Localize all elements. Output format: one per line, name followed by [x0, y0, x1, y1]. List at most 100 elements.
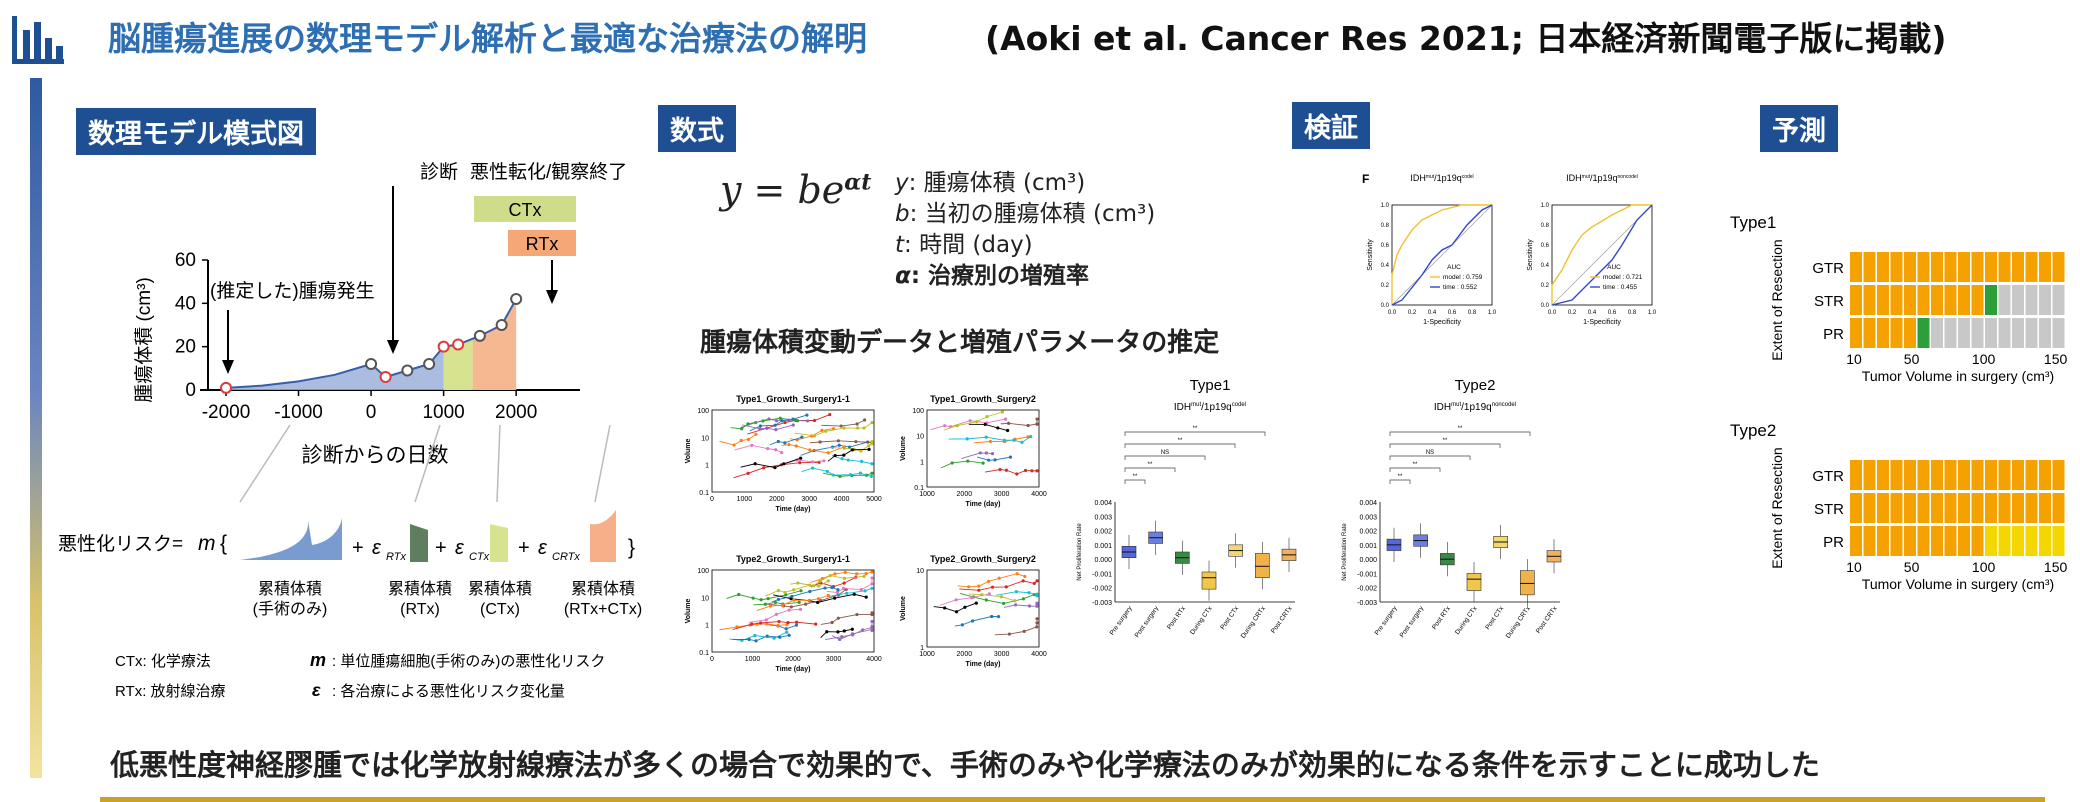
growth-series-line: [771, 587, 839, 603]
growth-series-line: [730, 417, 798, 430]
growth-point: [842, 445, 846, 449]
roc-y-label: Sensitivity: [1367, 239, 1374, 271]
plus-2: +: [435, 537, 447, 559]
growth-series-line: [1003, 603, 1038, 608]
var-alpha: α: [895, 263, 911, 289]
growth-plot-title: Type1_Growth_Surgery2: [930, 394, 1036, 404]
growth-x-tick: 2000: [957, 491, 973, 498]
growth-plot-title: Type1_Growth_Surgery1-1: [736, 394, 850, 404]
growth-plot-title: Type2_Growth_Surgery2: [930, 554, 1036, 564]
heatmap-cell: [1904, 285, 1916, 315]
growth-point: [805, 413, 809, 417]
roc-frame: [1391, 204, 1493, 306]
heatmap-cell: [1890, 318, 1903, 348]
model-y-tick-label: 60: [175, 250, 196, 271]
sig-label: NS: [1426, 450, 1434, 456]
heatmap-cell: [1863, 493, 1876, 523]
box-body: [1255, 553, 1270, 579]
heatmap-cell: [1850, 318, 1862, 348]
roc-y-tick: 1.0: [1381, 203, 1390, 209]
growth-series-line: [827, 448, 870, 462]
growth-x-tick: 0: [710, 656, 714, 663]
roc-auc-label: AUC: [1447, 264, 1461, 271]
heatmap-cell: [1931, 493, 1943, 523]
heatmap-cell: [2012, 285, 2024, 315]
roc-y-tick: 0.4: [1541, 263, 1550, 269]
sig-label: **: [1458, 426, 1463, 432]
model-y-tick-label: 0: [185, 380, 196, 401]
onset-arrowhead: [222, 360, 234, 374]
heatmap-cell: [1971, 526, 1984, 556]
growth-y-tick: 10: [916, 434, 924, 441]
boxplot-y-tick: 0.001: [1359, 543, 1377, 550]
heatmap-cell: [1890, 252, 1903, 282]
heatmap-cell: [2025, 252, 2038, 282]
growth-plot-frame: [711, 409, 875, 493]
box-body: [1466, 573, 1482, 591]
term1-label: 累積体積: [258, 580, 322, 598]
bottom-divider: [100, 797, 2045, 802]
rtx-box-label: RTx: [526, 234, 559, 254]
legend-m: : 単位腫瘍細胞(手術のみ)の悪性化リスク: [332, 652, 605, 670]
boxplot-y-tick: -0.003: [1357, 600, 1377, 607]
heatmap-cell: [1985, 318, 1997, 348]
growth-series-line: [961, 452, 993, 460]
roc-diagonal: [1391, 204, 1493, 306]
diagnosis-arrowhead: [387, 340, 399, 354]
growth-series-line: [996, 591, 1038, 596]
section-label-model: 数理モデル模式図: [76, 108, 316, 155]
growth-series-line: [740, 457, 801, 469]
box-body: [1520, 570, 1535, 596]
growth-y-tick: 0.1: [699, 650, 709, 657]
sig-bracket: [1124, 467, 1176, 472]
fade-arrow-4: [594, 424, 611, 503]
roc-x-tick: 0.0: [1388, 310, 1397, 316]
heatmap-cell: [2012, 460, 2024, 490]
heatmap-x-tick: 10: [1846, 559, 1862, 575]
roc-x-label: 1-Specificity: [1423, 319, 1461, 326]
var-y: y: [895, 170, 909, 196]
growth-point: [791, 423, 795, 427]
heatmap-x-tick: 100: [1972, 559, 1996, 575]
growth-point: [799, 589, 803, 593]
sig-label: **: [1398, 474, 1403, 480]
growth-x-tick: 3000: [826, 656, 842, 663]
brace-close: }: [628, 536, 635, 559]
model-x-tick-label: 1000: [422, 402, 464, 423]
roc-title: IDHmut/1p19qcodel: [1410, 173, 1473, 183]
boxplot-y-tick: -0.001: [1357, 571, 1377, 578]
boxplot-category: Post CTx: [1219, 605, 1240, 632]
growth-point: [826, 593, 830, 597]
legend-eps: : 各治療による悪性化リスク変化量: [332, 683, 565, 700]
boxplot-category: During CRTx: [1240, 605, 1268, 640]
heatmap-cell: [1877, 460, 1889, 490]
roc-x-tick: 0.4: [1588, 310, 1597, 316]
heatmap-cell: [1904, 252, 1916, 282]
heatmap-cell: [1958, 252, 1970, 282]
growth-y-tick: 0.1: [914, 485, 924, 492]
roc-y-tick: 1.0: [1541, 203, 1550, 209]
growth-y-label: Volume: [900, 596, 907, 621]
eps-rtx: ε: [372, 537, 382, 559]
roc-x-tick: 0.6: [1448, 310, 1457, 316]
growth-y-label: Volume: [685, 439, 692, 464]
term4-sub: (RTx+CTx): [564, 601, 642, 618]
model-point: [452, 338, 465, 351]
growth-series-line: [749, 414, 808, 432]
heatmap-x-tick: 50: [1904, 351, 1920, 367]
legend-m-symbol: m: [310, 650, 326, 670]
model-x-tick-label: 0: [366, 402, 377, 423]
heatmap-cell: [2052, 460, 2065, 490]
heatmap-cell: [2025, 318, 2038, 348]
heatmap-cell: [1958, 460, 1970, 490]
heatmap-cell: [1863, 526, 1876, 556]
roc-legend-time: time : 0.552: [1443, 284, 1477, 291]
heatmap-cell: [1890, 493, 1903, 523]
growth-y-tick: 1: [920, 459, 924, 466]
growth-series-line: [809, 440, 873, 444]
boxplot-subtitle: IDHmut/1p19qnoncodel: [1434, 402, 1516, 413]
growth-series-line: [719, 433, 757, 446]
roc-x-tick: 0.4: [1428, 310, 1437, 316]
